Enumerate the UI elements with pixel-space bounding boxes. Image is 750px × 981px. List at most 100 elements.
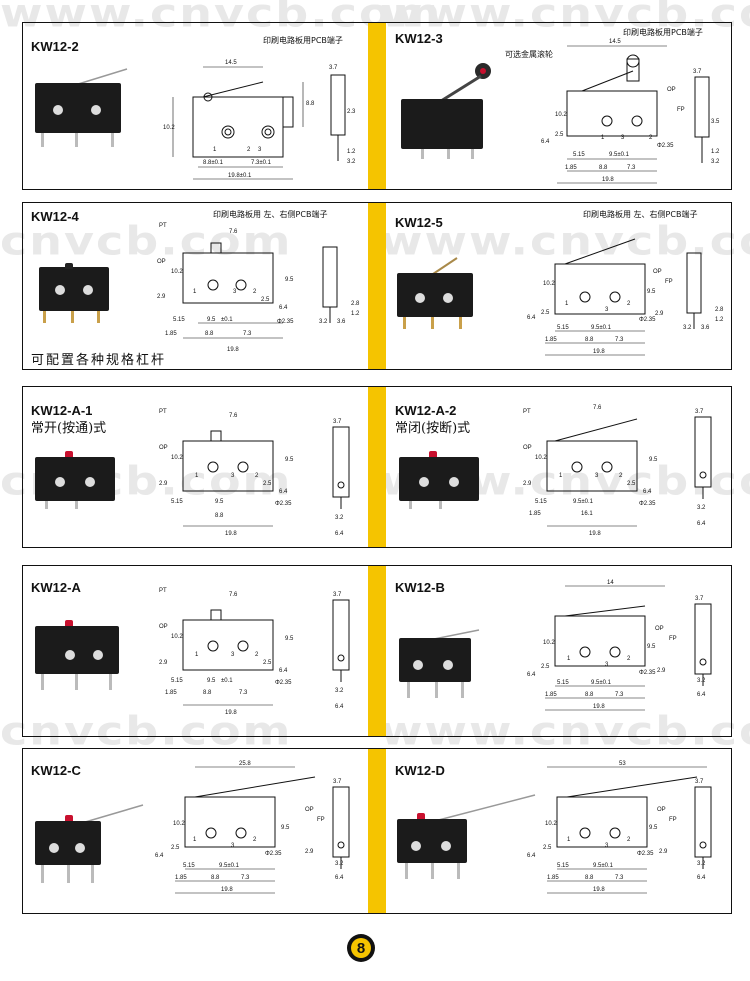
- product-kw12-5: KW12-5 印刷电路板用 左、右侧PCB端子 10.2 OP FP 2.9 6…: [387, 203, 731, 369]
- dim-label: Φ2.35: [657, 143, 674, 149]
- dim-label: 8.8: [585, 337, 594, 343]
- dim-label: 10.2: [535, 455, 547, 461]
- dim-label: Φ2.35: [639, 317, 656, 323]
- dim-label: 3.6: [337, 319, 346, 325]
- dim-label: 19.8: [225, 710, 237, 716]
- dim-label: 2.5: [263, 660, 272, 666]
- dim-label: Φ2.35: [637, 851, 654, 857]
- dimension-drawing: PT 7.6 OP 10.2 2.9 1 2 3 2.5 9.5 6.4 5.1…: [159, 588, 294, 716]
- dim-label: 6.4: [279, 305, 288, 311]
- watermark: www.cnvcb.com: [380, 708, 750, 754]
- product-kw12-4: KW12-4 印刷电路板用 左、右侧PCB端子 可配置各种规格杠杆 PT 7.6…: [23, 203, 369, 369]
- dim-label: 8.8: [599, 165, 608, 171]
- dim-label: 6.4: [335, 704, 344, 710]
- contact-type-label: 常闭(按断)式: [395, 421, 471, 436]
- center-divider: [368, 748, 386, 914]
- dim-label: 2.5: [555, 132, 564, 138]
- product-kw12-d: KW12-D 53 10.2 OP FP 2.9 6.4 2.: [387, 749, 731, 913]
- dim-label: 1.85: [565, 165, 577, 171]
- dim-label: Φ2.35: [277, 319, 294, 325]
- dim-label: 9.5: [285, 457, 294, 463]
- dim-label: 19.8: [602, 177, 614, 183]
- dim-label: 14.5: [225, 60, 237, 66]
- center-divider: [368, 22, 386, 190]
- contact-type-label: 常开(按通)式: [31, 421, 107, 436]
- dim-label: 3: [231, 652, 235, 658]
- watermark: www.cnvcb.com: [0, 218, 293, 264]
- dim-label: 7.3: [239, 690, 248, 696]
- dim-label: 14: [607, 580, 614, 586]
- dim-label: 3.7: [693, 69, 702, 75]
- dim-label: 2.5: [171, 845, 180, 851]
- dim-label: 1: [601, 135, 605, 141]
- page-number-badge: 8: [347, 934, 375, 962]
- dim-label: FP: [669, 817, 677, 823]
- dim-label: 2.9: [159, 481, 168, 487]
- dim-label: 3.7: [329, 65, 338, 71]
- dim-label: 19.8: [593, 349, 605, 355]
- dimension-drawing: 14 10.2 OP FP 2.9 6.4 2.5 1 2 3 9.5 5.15…: [527, 580, 677, 711]
- switch-photo: [397, 253, 487, 333]
- lever-icon: [426, 794, 536, 824]
- side-view-drawing: 3.2 3.6 2.8 1.2: [319, 246, 360, 325]
- dim-label: 3: [605, 843, 609, 849]
- dim-label: 2.3: [347, 109, 356, 115]
- dim-label: 5.15: [171, 678, 183, 684]
- model-label: KW12-A-1: [31, 403, 93, 418]
- dim-label: 3.2: [347, 159, 356, 165]
- dim-label: 1.85: [545, 692, 557, 698]
- dim-label: 3.6: [701, 325, 710, 331]
- dim-label: FP: [669, 636, 677, 642]
- dim-label: 1.2: [711, 149, 720, 155]
- dim-label: 2.9: [305, 849, 314, 855]
- dim-label: 6.4: [335, 875, 344, 881]
- side-view-drawing: 3.7 3.2 6.4: [694, 409, 712, 527]
- dim-label: 2: [253, 289, 257, 295]
- dim-label: OP: [653, 269, 662, 275]
- dim-label: Φ2.35: [265, 851, 282, 857]
- dim-label: 2.5: [541, 310, 550, 316]
- dim-label: 2.8: [715, 307, 724, 313]
- dim-label: 6.4: [279, 489, 288, 495]
- dim-label: 3.7: [695, 409, 704, 415]
- dim-label: 9.5±0.1: [591, 325, 612, 331]
- dim-label: 8.8: [211, 875, 220, 881]
- dim-label: 2: [247, 147, 251, 153]
- dimension-drawing: 10.2 OP FP 2.9 6.4 2.5 1 2 3 9.5 5.15 9.…: [527, 238, 673, 356]
- dim-label: 3.2: [683, 325, 692, 331]
- dimension-drawing: 14.5 10.2 OP FP 2.5 6.4 1 2 3 5.15 9.5±0…: [541, 39, 685, 184]
- dim-label: 3: [231, 843, 235, 849]
- dim-label: 7.3±0.1: [251, 160, 272, 166]
- dim-label: 7.3: [615, 337, 624, 343]
- dim-label: 7.6: [229, 592, 238, 598]
- switch-photo: [35, 68, 135, 153]
- dim-label: 10.2: [171, 455, 183, 461]
- dim-label: 1: [195, 652, 199, 658]
- product-row-3: KW12-A-1 常开(按通)式 PT 7.6 OP 10.2 2.9 1 2 …: [22, 386, 732, 548]
- dim-label: 2.8: [351, 301, 360, 307]
- dim-label: 14.5: [609, 39, 621, 45]
- dim-label: PT: [159, 409, 167, 415]
- dim-label: 10.2: [163, 125, 175, 131]
- model-label: KW12-B: [395, 580, 445, 595]
- dim-label: 3.7: [333, 592, 342, 598]
- dim-label: 5.15: [573, 152, 585, 158]
- dim-label: 8.8: [306, 101, 315, 107]
- dim-label: 2: [627, 301, 631, 307]
- watermark: www.cnvcb.com: [0, 708, 293, 754]
- dim-label: 3.5: [711, 119, 720, 125]
- dim-label: 3.7: [695, 596, 704, 602]
- dim-label: 10.2: [543, 640, 555, 646]
- dim-label: OP: [159, 445, 168, 451]
- lever-option-note: 可配置各种规格杠杆: [31, 353, 167, 368]
- dim-label: OP: [667, 87, 676, 93]
- switch-photo: [35, 451, 125, 521]
- side-view-drawing: 3.7 2.3 1.2 3.2: [329, 65, 356, 165]
- dim-label: 9.5±0.1: [593, 863, 614, 869]
- dim-label: ±0.1: [221, 317, 233, 323]
- model-label: KW12-5: [395, 215, 443, 230]
- dimension-drawing: PT 7.6 OP 10.2 2.9 1 2 3 2.5 9.5 6.4 5.1…: [523, 405, 658, 537]
- dim-label: 3.7: [333, 779, 342, 785]
- dim-label: 2.5: [541, 664, 550, 670]
- dim-label: 1.2: [715, 317, 724, 323]
